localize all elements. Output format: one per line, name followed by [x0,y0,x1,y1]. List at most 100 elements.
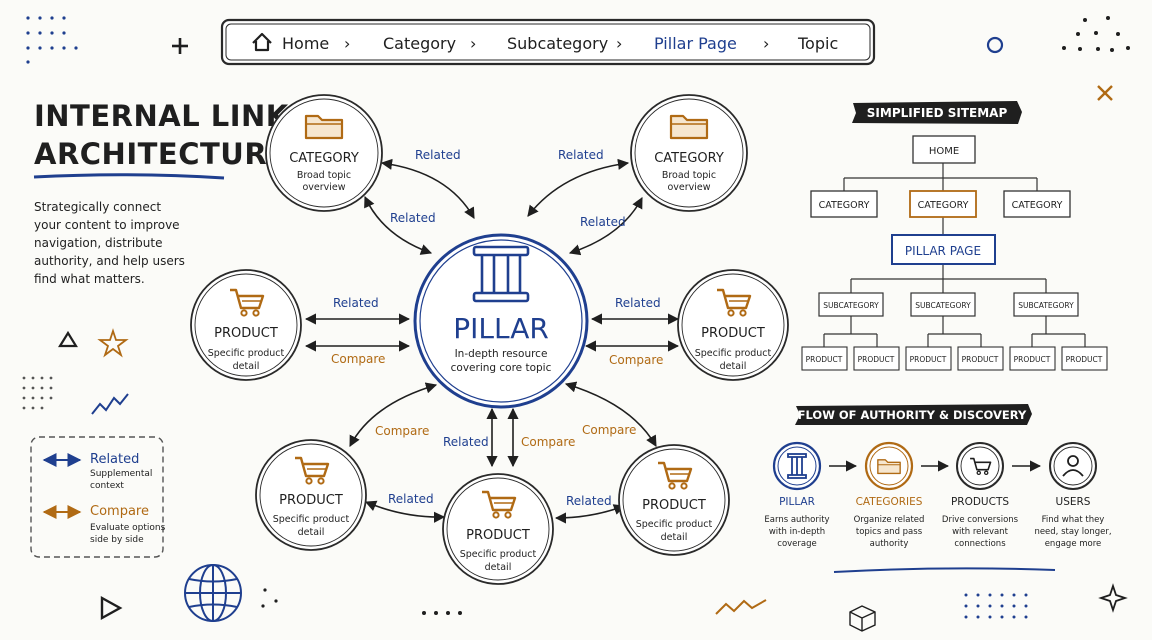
edge-product-product [554,504,626,524]
pillar-column-icon [787,453,807,479]
product-title: PRODUCT [466,528,530,543]
circle-icon [986,36,1004,54]
category-node-right[interactable]: CATEGORY Broad topic overview [630,94,748,212]
flow-step-desc: Earns authority [764,515,829,525]
breadcrumb-separator-icon: › [763,34,769,53]
home-icon [252,32,272,52]
star-icon [97,328,129,358]
triangle-icon [58,330,78,348]
product-desc: detail [720,361,747,372]
title-underline [33,173,225,180]
sitemap-category-box [1003,190,1071,218]
dot-grid-decoration [964,593,1028,619]
cart-icon [970,457,992,476]
dot-grid-decoration [22,376,53,410]
edge-pillar-product-bottom-left [349,382,438,447]
breadcrumb-separator-icon: › [470,34,476,53]
sitemap-connectors [823,163,1086,347]
breadcrumb-topic[interactable]: Topic [797,34,838,53]
authority-flow: FLOW OF AUTHORITY & DISCOVERY PILLAR Ear… [764,404,1112,573]
product-node-left[interactable]: PRODUCT Specific product detail [190,269,302,381]
category-node-left[interactable]: CATEGORY Broad topic overview [265,94,383,212]
product-desc: Specific product [208,348,285,359]
edge-pillar-product-bottom-right [564,381,657,447]
product-title: PRODUCT [701,326,765,341]
edge-label-compare: Compare [582,423,636,437]
sitemap-product-label: PRODUCT [910,355,947,364]
product-title: PRODUCT [642,498,706,513]
edge-label-related: Related [615,296,661,310]
product-desc: detail [298,527,325,538]
sitemap-category-label: CATEGORY [819,200,870,211]
category-desc: Broad topic [662,170,716,181]
sparkle-icon [1098,583,1128,613]
flow-step-title: PILLAR [779,496,815,508]
flow-step-title: PRODUCTS [951,496,1009,508]
product-node-bottom-right[interactable]: PRODUCT Specific product detail [618,444,730,556]
product-node-bottom[interactable]: PRODUCT Specific product detail [442,473,554,585]
product-node-bottom-left[interactable]: PRODUCT Specific product detail [255,439,367,551]
breadcrumb-separator-icon: › [344,34,350,53]
sitemap-subcategory-box [1013,292,1079,317]
flow-title-banner [795,404,1032,425]
edge-category-right-pillar [527,158,630,217]
diagram-edges [304,158,680,524]
description: Strategically connect your content to im… [34,200,185,286]
sitemap-title: SIMPLIFIED SITEMAP [867,106,1008,120]
sitemap-subcategory-label: SUBCATEGORY [915,301,971,310]
edge-category-right-pillar [568,197,643,256]
edge-label-compare: Compare [521,435,575,449]
breadcrumb-inner-frame [225,23,871,61]
sitemap-product-label: PRODUCT [962,355,999,364]
flow-step-desc: with relevant [952,527,1008,537]
edge-label-related: Related [558,148,604,162]
legend-related-desc: context [90,481,124,491]
product-desc: Specific product [273,514,350,525]
sitemap-product-label: PRODUCT [806,355,843,364]
breadcrumb-subcategory[interactable]: Subcategory [507,34,608,53]
sitemap: SIMPLIFIED SITEMAP [801,101,1108,371]
zigzag-icon [715,599,767,615]
flow-step-desc: connections [954,539,1006,549]
product-node-right[interactable]: PRODUCT Specific product detail [677,269,789,381]
pillar-desc: In-depth resource [455,348,548,360]
product-desc: Specific product [636,519,713,530]
legend-compare-desc: Evaluate options [90,523,166,533]
category-title: CATEGORY [289,151,359,166]
description-line: your content to improve [34,218,180,232]
edge-label-related: Related [388,492,434,506]
breadcrumb-category[interactable]: Category [383,34,456,53]
edge-product-product [364,500,446,523]
pillar-node[interactable]: PILLAR In-depth resource covering core t… [413,233,589,409]
flow-step-desc: authority [870,539,909,549]
product-title: PRODUCT [214,326,278,341]
flow-step-desc: need, stay longer, [1034,527,1111,537]
legend-compare-desc: side by side [90,535,144,545]
category-desc: overview [302,182,345,193]
edge-label-related: Related [566,494,612,508]
legend-compare-label: Compare [90,504,149,519]
dot-row-decoration [261,588,462,615]
user-icon [1062,455,1084,477]
folder-icon [669,114,709,140]
flow-step-desc: Find what they [1042,515,1105,525]
edge-label-related: Related [415,148,461,162]
flow-step-desc: Drive conversions [942,515,1019,525]
pillar-desc: covering core topic [451,362,552,374]
flow-step-desc: Organize related [854,515,925,525]
dot-grid-decoration [26,16,78,64]
product-desc: detail [233,361,260,372]
legend: Related Supplemental context Compare Eva… [30,436,166,558]
edge-label-compare: Compare [331,352,385,366]
edge-label-related: Related [333,296,379,310]
sitemap-home-label: HOME [929,146,959,157]
flow-step-categories: CATEGORIES Organize related topics and p… [854,441,925,549]
breadcrumb-home[interactable]: Home [282,34,329,53]
description-line: find what matters. [34,272,145,286]
category-desc: overview [667,182,710,193]
description-line: navigation, distribute [34,236,162,250]
breadcrumb-pillar-page[interactable]: Pillar Page [654,34,737,53]
globe-icon [184,564,242,622]
sitemap-pillar-box [891,234,996,265]
legend-frame [30,436,164,558]
